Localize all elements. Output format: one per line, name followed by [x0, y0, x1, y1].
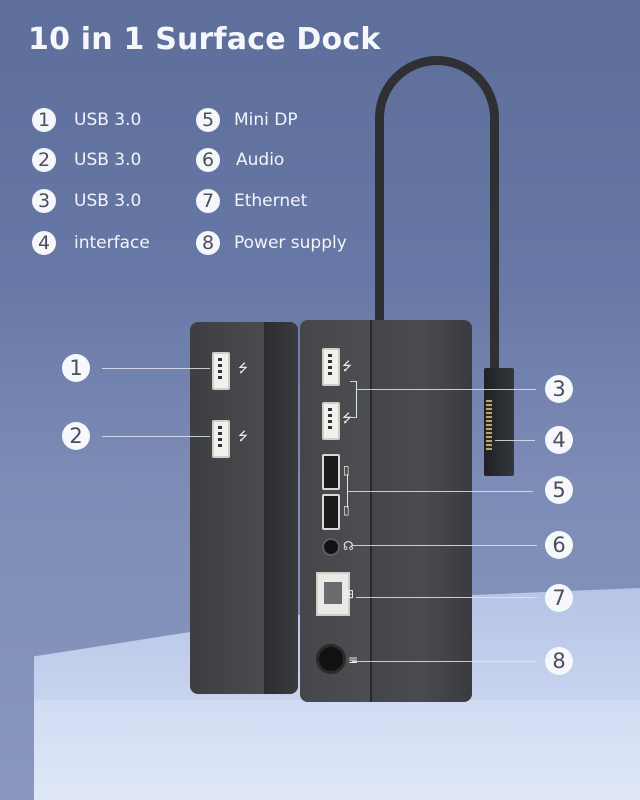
page-title: 10 in 1 Surface Dock — [28, 22, 381, 57]
legend-label: USB 3.0 — [74, 150, 142, 170]
leader-line-1 — [102, 368, 210, 369]
usb-port-3b — [322, 402, 340, 440]
callout-4: 4 — [545, 426, 573, 454]
legend-item-6: 6 Audio — [196, 146, 284, 174]
legend-number: 8 — [196, 231, 220, 255]
mini-displayport-icon: ▯ — [343, 463, 350, 477]
mini-dp-port-a — [322, 454, 340, 490]
legend-number: 7 — [196, 189, 220, 213]
callout-6: 6 — [545, 531, 573, 559]
usb-port-2 — [212, 420, 230, 458]
legend-number: 5 — [196, 108, 220, 132]
usb-icon: ⭍ — [342, 411, 352, 425]
legend-number: 1 — [32, 108, 56, 132]
dc-power-jack — [316, 644, 346, 674]
legend-number: 4 — [32, 231, 56, 255]
leader-line-4 — [495, 440, 535, 441]
legend-label: Audio — [236, 150, 285, 170]
legend-label: Power supply — [234, 233, 347, 253]
ethernet-port — [316, 572, 350, 616]
legend-item-8: 8 Power supply — [196, 229, 347, 257]
legend-number: 3 — [32, 189, 56, 213]
legend-number: 6 — [196, 148, 220, 172]
callout-1: 1 — [62, 354, 90, 382]
surface-connect-plug — [484, 368, 514, 476]
callout-2: 2 — [62, 422, 90, 450]
legend-item-4: 4 interface — [32, 229, 150, 257]
pedestal-front — [34, 700, 640, 800]
legend-item-2: 2 USB 3.0 — [32, 146, 141, 174]
usb-port-3a — [322, 348, 340, 386]
usb-icon: ⭍ — [238, 361, 248, 375]
usb-icon: ⭍ — [342, 359, 352, 373]
audio-jack — [322, 538, 340, 556]
legend-item-7: 7 Ethernet — [196, 187, 307, 215]
leader-line-5 — [347, 491, 533, 492]
leader-line-2 — [102, 436, 210, 437]
leader-line-3a — [350, 381, 357, 382]
dock-cable — [375, 56, 499, 376]
callout-5: 5 — [545, 476, 573, 504]
usb-port-1 — [212, 352, 230, 390]
leader-bracket-3 — [356, 381, 357, 417]
leader-line-8 — [352, 661, 537, 662]
legend-label: interface — [74, 233, 150, 253]
dock-right-unit: ⭍ ⭍ ▯ ▯ ☊ ⊞ ≡ — [300, 320, 472, 702]
legend-label: Mini DP — [234, 110, 298, 130]
legend-label: USB 3.0 — [74, 191, 142, 211]
legend-label: USB 3.0 — [74, 110, 142, 130]
legend-number: 2 — [32, 148, 56, 172]
callout-3: 3 — [545, 375, 573, 403]
mini-displayport-icon: ▯ — [343, 503, 350, 517]
dock-left-unit: ⭍ ⭍ — [190, 322, 298, 694]
legend-item-5: 5 Mini DP — [196, 106, 298, 134]
dc-power-icon: ≡ — [348, 653, 359, 667]
network-icon: ⊞ — [344, 587, 355, 601]
leader-line-7 — [356, 597, 537, 598]
callout-7: 7 — [545, 584, 573, 612]
leader-line-3b — [350, 417, 357, 418]
mini-dp-port-b — [322, 494, 340, 530]
left-unit-side — [264, 322, 298, 694]
callout-8: 8 — [545, 647, 573, 675]
legend-item-3: 3 USB 3.0 — [32, 187, 141, 215]
legend-item-1: 1 USB 3.0 — [32, 106, 141, 134]
legend-label: Ethernet — [234, 191, 308, 211]
usb-icon: ⭍ — [238, 429, 248, 443]
leader-line-6 — [352, 545, 537, 546]
connector-pins — [486, 400, 492, 450]
headset-icon: ☊ — [343, 539, 354, 553]
leader-line-3 — [356, 389, 536, 390]
